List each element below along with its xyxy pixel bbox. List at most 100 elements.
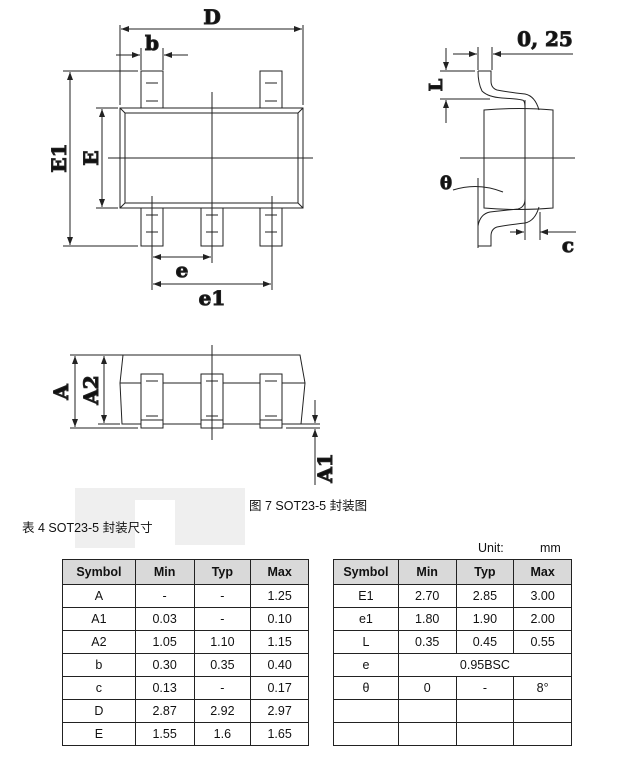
cell-value: - [134, 584, 195, 608]
unit-label: Unit: [478, 541, 504, 555]
table-row [333, 722, 572, 746]
header-max: Max [513, 559, 572, 585]
table-title: 表 4 SOT23-5 封装尺寸 [22, 521, 153, 535]
label-L: L [426, 78, 447, 91]
package-drawing: D b E1 E e e1 0, 25 L θ c [47, 5, 576, 485]
side-view: 0, 25 L θ c [426, 27, 576, 258]
cell-value: 2.85 [455, 584, 515, 608]
label-E: E [79, 150, 103, 165]
cell-value: - [193, 584, 252, 608]
cell-value: - [455, 676, 515, 700]
cell-value: 1.65 [250, 722, 309, 746]
cell-symbol [333, 722, 399, 746]
cell-symbol [333, 699, 399, 723]
cell-value: 0.55 [513, 630, 572, 654]
cell-value: 1.6 [193, 722, 252, 746]
label-e1: e1 [199, 286, 226, 310]
cell-symbol: e [333, 653, 399, 677]
cell-symbol: E [62, 722, 136, 746]
cell-value: 0.35 [397, 630, 457, 654]
cell-value: 1.90 [455, 607, 515, 631]
cell-value: 2.97 [250, 699, 309, 723]
cell-symbol: θ [333, 676, 399, 700]
cell-symbol: A2 [62, 630, 136, 654]
table-row: A--1.25 [62, 584, 309, 608]
label-c: c [562, 233, 574, 257]
cell-symbol: A1 [62, 607, 136, 631]
cell-value: 0.10 [250, 607, 309, 631]
cell-symbol: D [62, 699, 136, 723]
cell-value: 0.03 [134, 607, 195, 631]
cell-value: 0.35 [193, 653, 252, 677]
cell-value [513, 699, 572, 723]
cell-value: 2.70 [397, 584, 457, 608]
watermark [115, 488, 245, 500]
cell-value [397, 699, 457, 723]
cell-value: 1.10 [193, 630, 252, 654]
unit-value: mm [540, 541, 561, 555]
cell-value [455, 699, 515, 723]
cell-symbol: L [333, 630, 399, 654]
cell-value: 0.17 [250, 676, 309, 700]
watermark [175, 500, 245, 545]
cell-symbol: A [62, 584, 136, 608]
cell-value [455, 722, 515, 746]
label-D: D [203, 5, 220, 29]
label-A1: A1 [313, 453, 337, 483]
header-typ: Typ [455, 559, 515, 585]
cell-value: - [193, 607, 252, 631]
label-b: b [145, 31, 159, 55]
cell-value: 0.95BSC [397, 653, 573, 677]
cell-value: - [193, 676, 252, 700]
header-typ: Typ [193, 559, 252, 585]
cell-symbol: e1 [333, 607, 399, 631]
header-min: Min [397, 559, 457, 585]
front-view: A A2 A1 [49, 345, 338, 485]
cell-symbol: c [62, 676, 136, 700]
cell-symbol: E1 [333, 584, 399, 608]
cell-value: 2.00 [513, 607, 572, 631]
cell-value: 1.25 [250, 584, 309, 608]
cell-symbol: b [62, 653, 136, 677]
cell-value: 2.92 [193, 699, 252, 723]
cell-value [397, 722, 457, 746]
label-theta: θ [440, 173, 452, 194]
cell-value [513, 722, 572, 746]
cell-value: 1.15 [250, 630, 309, 654]
header-min: Min [134, 559, 195, 585]
label-e: e [176, 258, 189, 282]
label-A2: A2 [79, 375, 103, 405]
cell-value: 0.40 [250, 653, 309, 677]
cell-value: 8° [513, 676, 572, 700]
header-symbol: Symbol [333, 559, 399, 585]
cell-value: 2.87 [134, 699, 195, 723]
header-symbol: Symbol [62, 559, 136, 585]
cell-value: 0.45 [455, 630, 515, 654]
label-A: A [49, 384, 73, 401]
header-max: Max [250, 559, 309, 585]
table-row [333, 699, 572, 723]
cell-value: 1.05 [134, 630, 195, 654]
cell-value: 1.55 [134, 722, 195, 746]
figure-caption: 图 7 SOT23-5 封装图 [249, 499, 368, 513]
cell-value: 0.13 [134, 676, 195, 700]
cell-value: 3.00 [513, 584, 572, 608]
label-E1: E1 [47, 143, 71, 172]
top-view: D b E1 E e e1 [47, 5, 313, 311]
cell-value: 0 [397, 676, 457, 700]
cell-value: 0.30 [134, 653, 195, 677]
cell-value: 1.80 [397, 607, 457, 631]
